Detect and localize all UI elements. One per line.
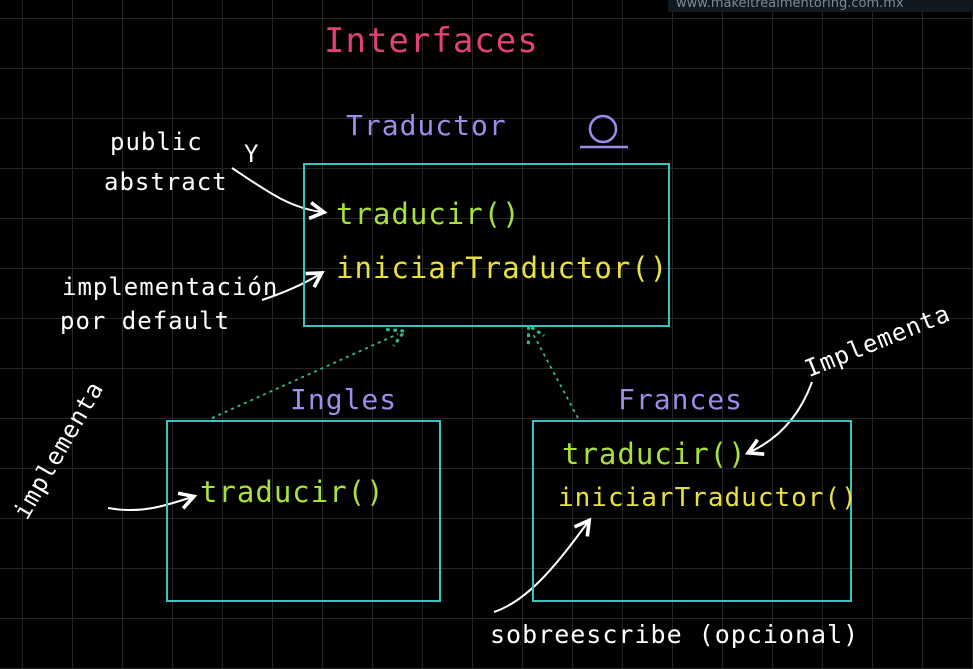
diagram-title: Interfaces [324, 21, 539, 61]
note-implementacion: implementación [62, 273, 279, 301]
frances-method-iniciar: iniciarTraductor() [558, 483, 858, 513]
note-implementa-left: implementa [7, 376, 110, 524]
ingles-class-name: Ingles [290, 383, 398, 416]
traductor-method-traducir: traducir() [336, 197, 521, 231]
ingles-method-traducir: traducir() [200, 475, 385, 509]
note-por-default: por default [60, 307, 230, 335]
ingles-box [166, 420, 441, 602]
interface-lollipop-icon [580, 114, 628, 149]
frances-method-traducir: traducir() [562, 437, 747, 471]
frances-class-name: Frances [618, 383, 744, 416]
traductor-method-iniciar: iniciarTraductor() [336, 251, 669, 285]
note-implementa-right: Implementa [800, 299, 955, 383]
note-sobreescribe: sobreescribe (opcional) [490, 620, 860, 649]
note-y: Y [244, 140, 260, 168]
frances-box [532, 420, 852, 602]
frances-realization-arrow [532, 332, 579, 419]
traductor-class-name: Traductor [346, 109, 507, 142]
note-abstract: abstract [104, 168, 228, 196]
traductor-box [303, 163, 670, 327]
watermark-url: www.makeitrealmentoring.com.mx [668, 0, 973, 12]
note-public: public [110, 128, 203, 156]
